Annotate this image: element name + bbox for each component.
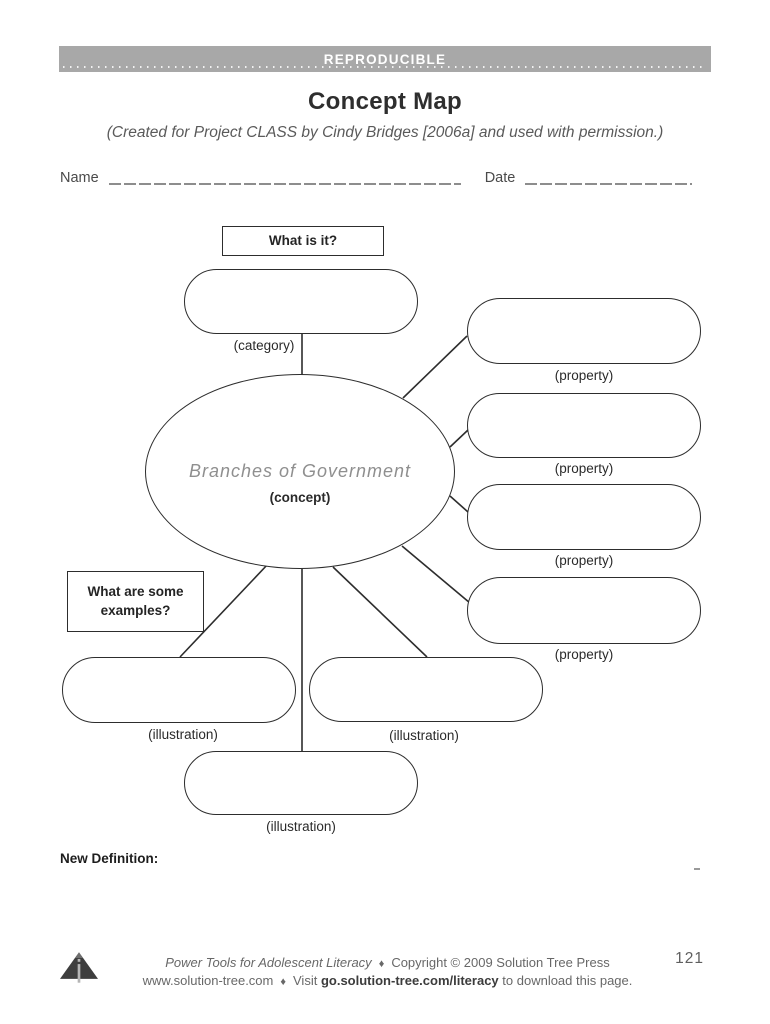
illustration-label-bottom: (illustration) <box>266 819 336 834</box>
footer-line-2: www.solution-tree.com ♦ Visit go.solution-… <box>110 972 665 990</box>
question-box-examples: What are some examples? <box>67 571 204 632</box>
question-box-examples-line2: examples? <box>100 602 171 618</box>
banner-label: REPRODUCIBLE <box>323 51 447 67</box>
name-label: Name <box>60 170 99 186</box>
date-blank-line <box>525 168 692 186</box>
concept-ellipse: Branches of Government (concept) <box>145 374 455 569</box>
property-shape-3 <box>467 484 701 550</box>
footer-line-1: Power Tools for Adolescent Literacy ♦ Copy… <box>110 954 665 972</box>
concept-text: Branches of Government <box>188 460 412 481</box>
property-shape-4 <box>467 577 701 644</box>
property-label-4: (property) <box>554 647 614 662</box>
name-date-row: Name Date <box>60 164 692 186</box>
property-shape-1 <box>467 298 701 364</box>
concept-ellipse-content: Branches of Government (concept) <box>189 461 411 505</box>
page-subtitle: (Created for Project CLASS by Cindy Brid… <box>106 124 664 141</box>
illustration-label-left: (illustration) <box>148 727 218 742</box>
diamond-separator-icon: ♦ <box>378 958 385 970</box>
category-shape <box>184 269 418 334</box>
date-label: Date <box>484 170 516 186</box>
new-definition-label: New Definition: <box>60 851 159 866</box>
banner-dotted-line <box>63 66 707 68</box>
footer-book-title: Power Tools for Adolescent Literacy <box>165 955 372 970</box>
footer-copyright: Copyright © 2009 Solution Tree Press <box>391 955 610 970</box>
illustration-label-middle: (illustration) <box>389 728 459 743</box>
property-label-1: (property) <box>554 368 614 383</box>
illustration-shape-bottom <box>184 751 418 815</box>
page-title: Concept Map <box>308 88 462 115</box>
illustration-shape-middle <box>309 657 543 722</box>
footer-site: www.solution-tree.com <box>142 972 274 988</box>
footer-visit-prefix: Visit <box>293 972 318 988</box>
diamond-separator-icon: ♦ <box>280 975 286 988</box>
illustration-shape-left <box>62 657 296 723</box>
property-label-3: (property) <box>554 553 614 568</box>
reproducible-banner: REPRODUCIBLE <box>59 46 711 72</box>
footer-visit-suffix: to download this page. <box>502 972 633 988</box>
scan-artifact-dash <box>694 868 700 870</box>
name-blank-line <box>108 168 461 186</box>
question-box-what-is-it-label: What is it? <box>268 232 338 248</box>
question-box-examples-line1: What are some <box>87 584 184 600</box>
solution-tree-logo-icon <box>60 952 98 983</box>
property-shape-2 <box>467 393 701 458</box>
footer-credit: Power Tools for Adolescent Literacy ♦ Copy… <box>110 954 665 990</box>
footer-visit-link: go.solution-tree.com/literacy <box>320 972 499 988</box>
property-label-2: (property) <box>554 461 614 476</box>
category-label: (category) <box>233 338 295 353</box>
question-box-what-is-it: What is it? <box>222 226 384 256</box>
page-number: 121 <box>675 950 704 967</box>
concept-caption: (concept) <box>269 489 331 505</box>
